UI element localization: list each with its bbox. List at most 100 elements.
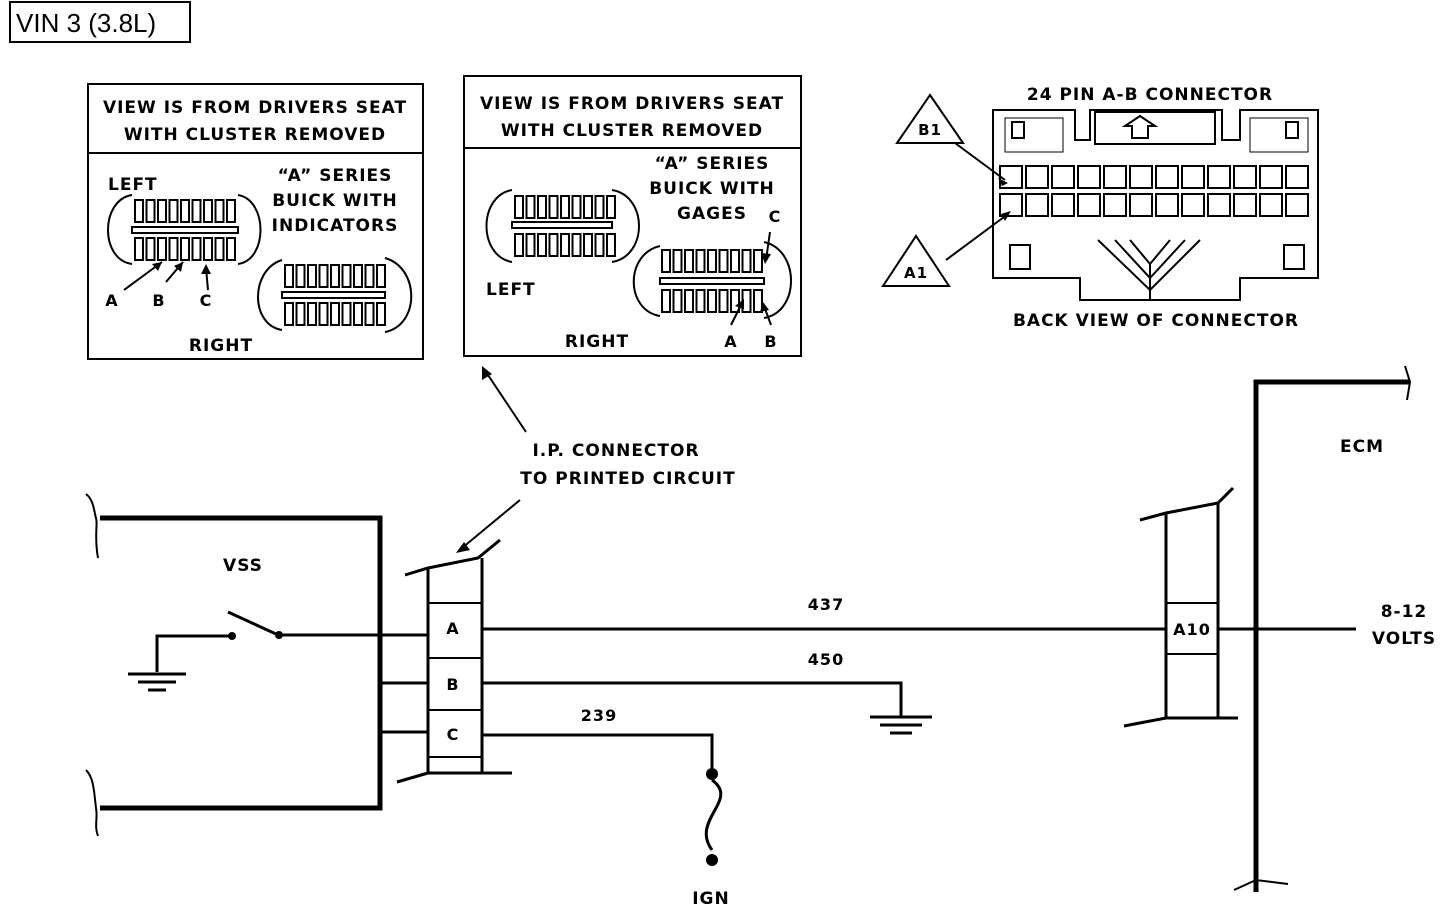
- connector-pin-slot: [180, 237, 190, 261]
- connector-pin-slot: [318, 264, 329, 288]
- ecm-connector-pin-cavity: [1077, 193, 1101, 217]
- inset1-title-line2: WITH CLUSTER REMOVED: [124, 125, 386, 145]
- connector-pin-slot: [145, 237, 156, 261]
- connector-pin-slot: [594, 233, 605, 257]
- ecm-connector-pin-cavity: [1259, 193, 1283, 217]
- connector-pin-slot: [707, 249, 717, 273]
- connector-pin-slot: [353, 264, 363, 288]
- connector-pin-slot: [145, 199, 156, 223]
- inset2-pin-b: B: [764, 332, 777, 351]
- inset1-series-line3: INDICATORS: [272, 216, 399, 236]
- inset-indicators: VIEW IS FROM DRIVERS SEAT WITH CLUSTER R…: [87, 83, 424, 360]
- vss-label: VSS: [223, 556, 263, 576]
- connector-pin-slot: [157, 237, 167, 261]
- connector-pin-slot: [525, 233, 536, 257]
- ecm-connector-pin-cavity: [1207, 165, 1231, 189]
- connector-pin-slot: [284, 302, 294, 326]
- inset2-right-label: RIGHT: [565, 332, 629, 352]
- connector-pin-slot: [672, 249, 683, 273]
- engine-label: VIN 3 (3.8L): [9, 1, 191, 43]
- connector-pin-slot: [514, 233, 524, 257]
- ecm-connector-pin-cavity: [1051, 165, 1075, 189]
- inset1-connector-right: [257, 257, 413, 333]
- ecm-connector-pin-cavity: [1155, 165, 1179, 189]
- inset2-series-line2: BUICK WITH: [649, 179, 775, 199]
- connector-pin-slot: [191, 237, 202, 261]
- ip-pin-c: C: [447, 725, 460, 744]
- tag-b1: B1: [895, 93, 1008, 186]
- ecm-connector-pin-cavity: [1077, 165, 1101, 189]
- connector-pin-slot: [364, 264, 375, 288]
- ecm-pin-a10: A10: [1173, 620, 1211, 639]
- connector-pin-slot: [191, 199, 202, 223]
- inset2-left-label: LEFT: [486, 280, 536, 300]
- connector-pin-slot: [672, 289, 683, 313]
- connector-pin-slot: [730, 289, 740, 313]
- connector-pin-slot: [226, 237, 236, 261]
- connector-pin-slot: [695, 289, 706, 313]
- connector-pin-slot: [203, 199, 213, 223]
- inset1-title-line1: VIEW IS FROM DRIVERS SEAT: [103, 98, 407, 118]
- connector-pin-slot: [307, 302, 317, 326]
- ecm-connector-pin-cavity: [1129, 193, 1153, 217]
- connector-pin-slot: [730, 249, 740, 273]
- ip-connector: I.P. CONNECTOR TO PRINTED CIRCUIT A B C: [396, 366, 735, 784]
- engine-label-text: VIN 3 (3.8L): [16, 8, 156, 38]
- ecm-module: ECM A10 8-12 VOLTS: [1123, 365, 1435, 892]
- connector-pin-slot: [376, 302, 386, 326]
- inset1-pin-c: C: [200, 291, 213, 310]
- wire-437: 437: [482, 595, 1166, 631]
- connector-pin-slot: [514, 195, 524, 219]
- tag-a1-text: A1: [904, 264, 928, 282]
- connector-pin-slot: [606, 195, 616, 219]
- connector-pin-slot: [284, 264, 294, 288]
- connector-pin-slot: [295, 264, 306, 288]
- connector-pin-slot: [537, 195, 547, 219]
- ecm-label: ECM: [1340, 437, 1384, 457]
- connector-pin-slot: [168, 237, 179, 261]
- connector-pin-slot: [707, 289, 717, 313]
- inset1-series-line1: “A” SERIES: [278, 166, 393, 186]
- ecm-connector-pin-cavity: [1155, 193, 1179, 217]
- connector-pin-slot: [214, 199, 225, 223]
- connector-pin-slot: [718, 249, 729, 273]
- inset1-pin-a: A: [105, 291, 118, 310]
- connector-pin-slot: [695, 249, 706, 273]
- connector-pin-slot: [180, 199, 190, 223]
- connector-pin-slot: [571, 233, 582, 257]
- connector-pin-slot: [307, 264, 317, 288]
- inset-gages: VIEW IS FROM DRIVERS SEAT WITH CLUSTER R…: [463, 75, 802, 357]
- connector-pin-slot: [353, 302, 363, 326]
- inset2-pin-a: A: [724, 332, 737, 351]
- connector-pin-slot: [364, 302, 375, 326]
- connector-pin-slot: [318, 302, 329, 326]
- connector-pin-slot: [606, 233, 616, 257]
- connector-pin-slot: [203, 237, 213, 261]
- connector-pin-slot: [583, 233, 593, 257]
- ecm-connector-pin-cavity: [1285, 193, 1309, 217]
- connector-pin-slot: [684, 249, 694, 273]
- connector-pin-slot: [753, 249, 763, 273]
- inset1-left-label: LEFT: [108, 175, 158, 195]
- connector-pin-slot: [548, 195, 559, 219]
- ecm-connector-title: 24 PIN A-B CONNECTOR: [1027, 85, 1273, 105]
- connector-pin-slot: [741, 249, 752, 273]
- connector-pin-slot: [548, 233, 559, 257]
- connector-pin-slot: [718, 289, 729, 313]
- ecm-connector-pin-cavity: [1233, 193, 1257, 217]
- ign-label: IGN: [692, 889, 730, 906]
- connector-pin-slot: [583, 195, 593, 219]
- inset2-series-line1: “A” SERIES: [655, 154, 770, 174]
- inset1-series-line2: BUICK WITH: [272, 191, 398, 211]
- connector-pin-slot: [168, 199, 179, 223]
- connector-pin-slot: [684, 289, 694, 313]
- ecm-connector-pin-cavity: [1025, 193, 1049, 217]
- connector-pin-slot: [661, 289, 671, 313]
- ecm-connector-pin-cavity: [1103, 165, 1127, 189]
- vss-sensor: VSS: [85, 493, 428, 837]
- inset2-title-line1: VIEW IS FROM DRIVERS SEAT: [480, 94, 784, 114]
- ecm-connector-pin-cavity: [1233, 165, 1257, 189]
- inset2-pin-c: C: [769, 207, 782, 226]
- connector-pin-slot: [341, 302, 352, 326]
